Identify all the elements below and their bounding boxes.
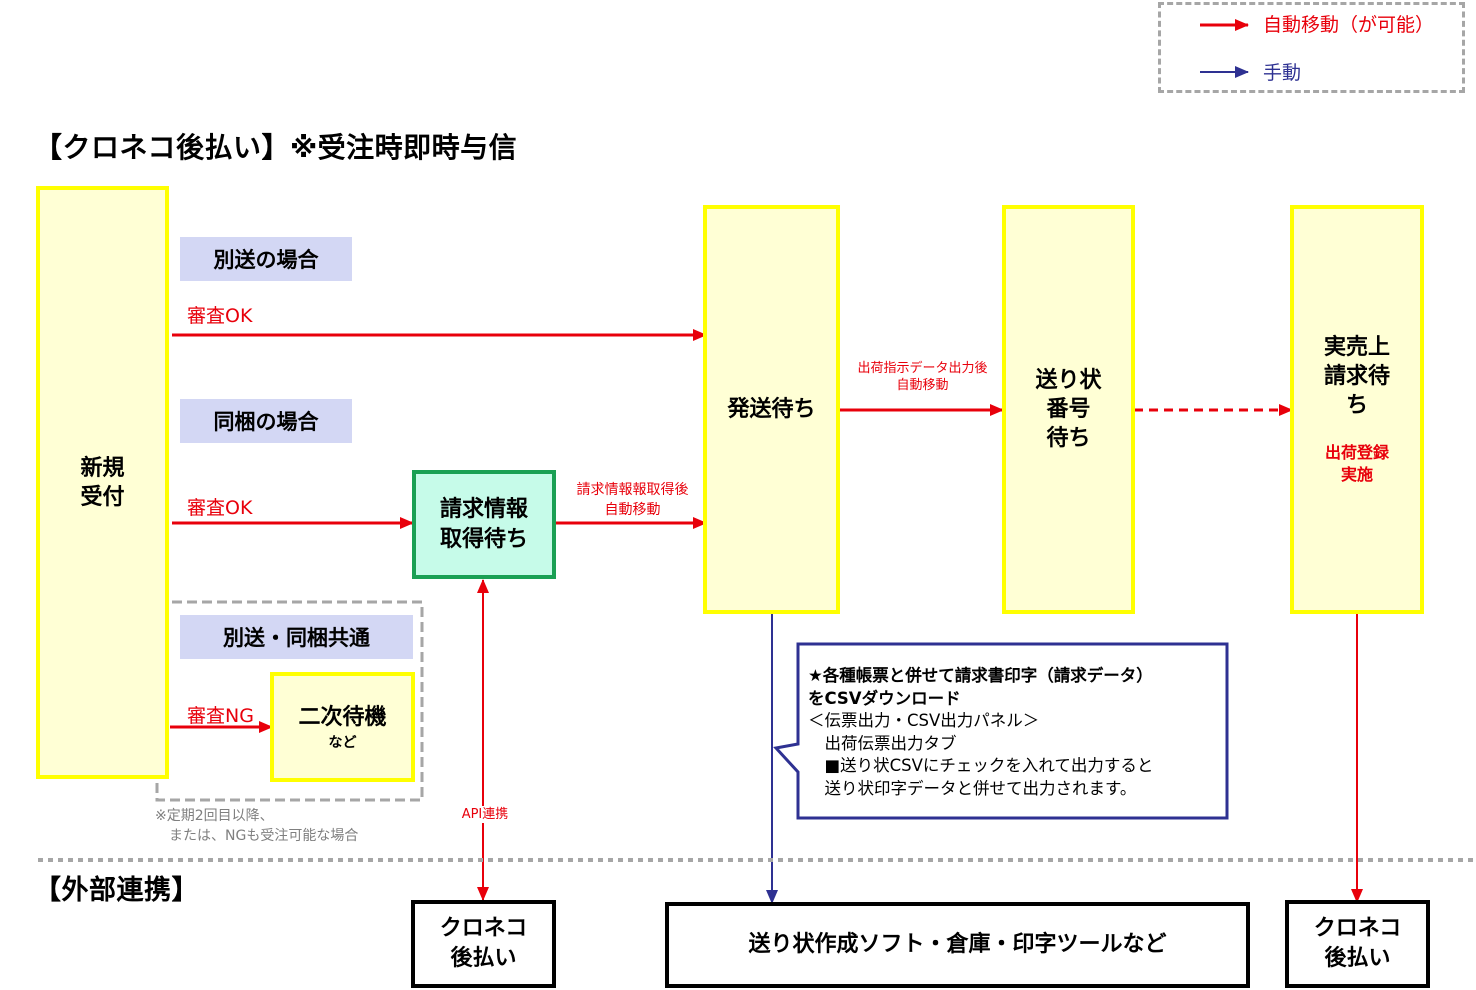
- label-after-shipping-data: 出荷指示データ出力後 自動移動: [857, 361, 988, 393]
- callout-text: ★各種帳票と併せて請求書印字（請求データ） をCSVダウンロード ＜伝票出力・C…: [808, 665, 1218, 800]
- node-secondary-wait[interactable]: 二次待機 など: [270, 672, 415, 782]
- label-screening-ng: 審査NG: [187, 705, 254, 727]
- node-awaiting-shipment[interactable]: 発送待ち: [703, 205, 840, 614]
- label-after-billing-info: 請求情報報取得後 自動移動: [576, 482, 689, 518]
- node-secondary-wait-label: 二次待機: [298, 704, 387, 730]
- node-new-order[interactable]: 新規 受付: [36, 186, 169, 779]
- callout-line-5: ■送り状CSVにチェックを入れて出力すると: [808, 756, 1154, 775]
- node-awaiting-tracking-number-label: 送り状 番号 待ち: [1035, 368, 1102, 451]
- node-awaiting-tracking-number[interactable]: 送り状 番号 待ち: [1002, 205, 1135, 614]
- node-awaiting-billing-info[interactable]: 請求情報 取得待ち: [412, 470, 556, 579]
- label-screening-ok-separate: 審査OK: [187, 305, 253, 327]
- external-kuroneko-sales[interactable]: クロネコ 後払い: [1285, 900, 1430, 988]
- callout-line-1: ★各種帳票と併せて請求書印字（請求データ）: [808, 666, 1153, 685]
- external-shipping-tools-label: 送り状作成ソフト・倉庫・印字ツールなど: [748, 932, 1167, 957]
- node-secondary-wait-sub: など: [328, 734, 357, 751]
- external-shipping-tools[interactable]: 送り状作成ソフト・倉庫・印字ツールなど: [665, 902, 1250, 988]
- external-kuroneko-api-label: クロネコ 後払い: [439, 916, 528, 971]
- case-common: 別送・同梱共通: [180, 615, 413, 659]
- legend: [1158, 2, 1465, 93]
- case-separate: 別送の場合: [180, 237, 352, 281]
- ng-condition-note: ※定期2回目以降、 または、NGも受注可能な場合: [155, 808, 359, 844]
- node-awaiting-actual-sales-billing[interactable]: 実売上 請求待 ち 出荷登録 実施: [1290, 205, 1424, 614]
- callout-line-2: をCSVダウンロード: [808, 688, 961, 708]
- legend-manual-label: 手動: [1263, 62, 1302, 84]
- external-kuroneko-sales-label: クロネコ 後払い: [1313, 916, 1402, 971]
- page-title: 【クロネコ後払い】※受注時即時与信: [34, 131, 518, 164]
- node-awaiting-billing-info-label: 請求情報 取得待ち: [439, 496, 528, 552]
- callout-line-4: 出荷伝票出力タブ: [808, 733, 957, 753]
- node-new-order-label: 新規 受付: [80, 455, 125, 510]
- callout-line-6: 送り状印字データと併せて出力されます。: [808, 778, 1137, 798]
- legend-auto-label: 自動移動（が可能）: [1263, 14, 1435, 36]
- label-api-link: API連携: [450, 806, 520, 823]
- case-bundled: 同梱の場合: [180, 399, 352, 443]
- callout-bubble: [773, 642, 1229, 820]
- node-awaiting-shipment-label: 発送待ち: [727, 397, 816, 422]
- node-awaiting-actual-sales-billing-label: 実売上 請求待 ち: [1323, 335, 1390, 418]
- external-kuroneko-api[interactable]: クロネコ 後払い: [411, 900, 556, 988]
- node-actual-sales-note: 出荷登録 実施: [1324, 443, 1389, 484]
- label-screening-ok-bundled: 審査OK: [187, 497, 253, 519]
- callout-line-3: ＜伝票出力・CSV出力パネル＞: [808, 711, 1040, 730]
- external-section-title: 【外部連携】: [34, 875, 199, 906]
